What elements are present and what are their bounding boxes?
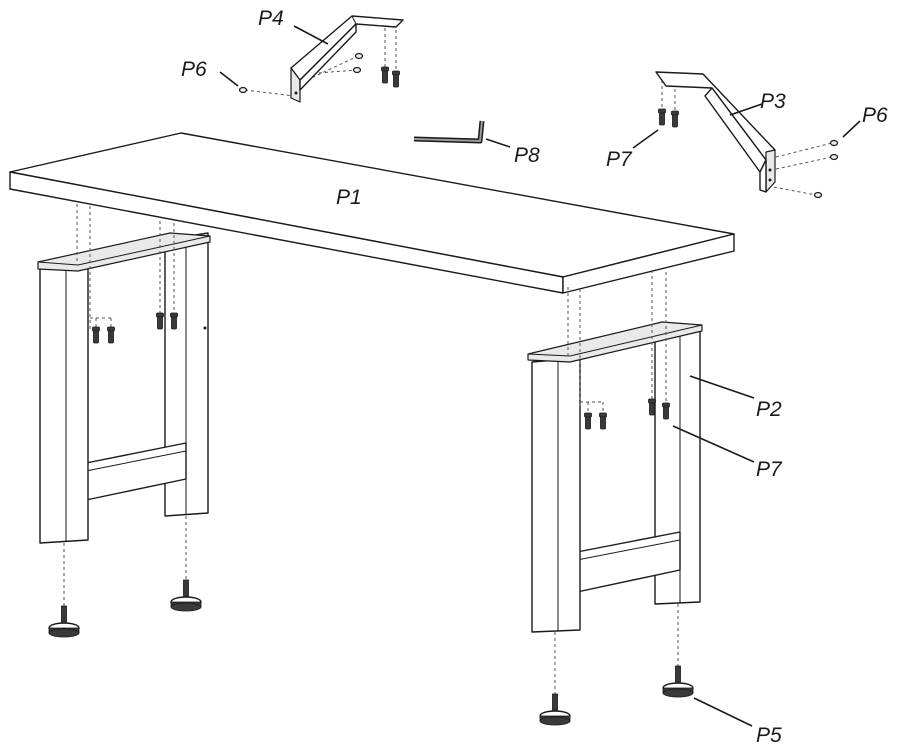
bracket-p4 bbox=[238, 15, 404, 103]
label-p7-left: P7 bbox=[606, 148, 633, 171]
bracket-p3 bbox=[655, 71, 839, 199]
hex-key-p8 bbox=[413, 120, 485, 144]
right-leg-frame bbox=[527, 321, 703, 633]
label-p6-left: P6 bbox=[181, 58, 207, 81]
table-top bbox=[9, 132, 735, 294]
assembly-guide-lines bbox=[63, 24, 833, 700]
label-p5: P5 bbox=[756, 724, 782, 747]
label-p3: P3 bbox=[760, 90, 786, 113]
label-p6-right: P6 bbox=[862, 104, 888, 127]
leader-lines bbox=[219, 25, 861, 727]
label-p4: P4 bbox=[258, 7, 284, 30]
label-p8: P8 bbox=[514, 144, 540, 167]
label-p2: P2 bbox=[756, 398, 782, 421]
label-p7-right: P7 bbox=[756, 458, 783, 481]
leveling-feet bbox=[48, 579, 694, 726]
right-frame-screws bbox=[584, 398, 670, 430]
part-labels: P4 P6 P8 P3 P6 P7 P1 P2 P7 P5 bbox=[181, 7, 888, 747]
left-leg-frame bbox=[37, 232, 211, 544]
label-p1: P1 bbox=[336, 186, 362, 209]
left-frame-screws bbox=[92, 312, 178, 344]
